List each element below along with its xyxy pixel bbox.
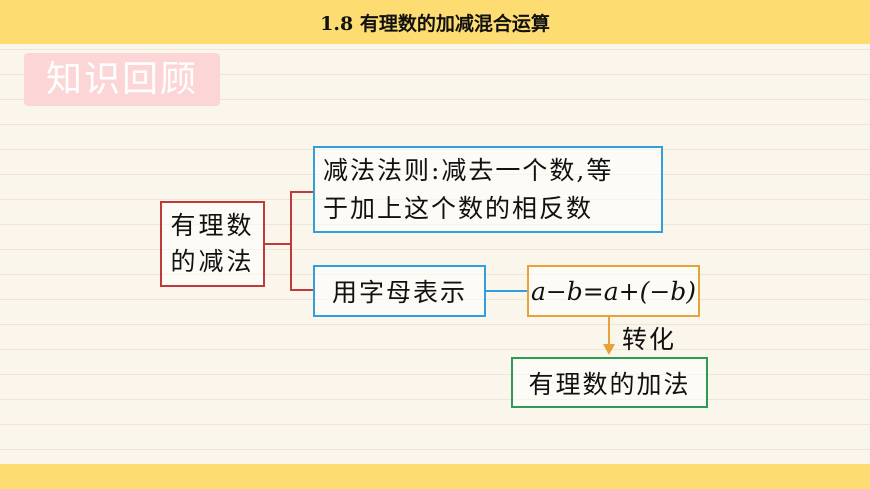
root-node-line-2: 的减法 (170, 247, 255, 276)
represent-node: 用字母表示 (313, 265, 486, 317)
result-node: 有理数的加法 (511, 357, 708, 408)
formula-label: a−b=a+(−b) (530, 276, 697, 306)
result-node-label: 有理数的加法 (528, 369, 691, 399)
connector-to-rule (290, 191, 314, 193)
root-node-line-1: 有理数 (170, 211, 255, 240)
transform-label: 转化 (622, 325, 677, 354)
transform-arrow-shaft (608, 317, 610, 347)
connector-root-stem (265, 243, 291, 245)
connector-to-formula (486, 290, 528, 292)
rule-node: 减法法则:减去一个数,等 于加上这个数的相反数 (313, 146, 663, 233)
formula-node: a−b=a+(−b) (527, 265, 700, 317)
section-tag-label: 知识回顾 (45, 59, 198, 100)
page-title: 1.8 有理数的加减混合运算 (320, 12, 550, 35)
footer-bar (0, 464, 870, 489)
header-bar: 1.8 有理数的加减混合运算 (0, 0, 870, 44)
connector-to-represent (290, 289, 314, 291)
section-tag: 知识回顾 (24, 53, 220, 106)
transform-arrow-head (603, 344, 615, 355)
connector-branch-vertical (290, 191, 292, 290)
rule-node-line-1: 减法法则:减去一个数,等 (323, 156, 614, 185)
root-node: 有理数 的减法 (160, 201, 265, 287)
rule-node-line-2: 于加上这个数的相反数 (323, 194, 594, 223)
represent-node-label: 用字母表示 (331, 278, 467, 307)
